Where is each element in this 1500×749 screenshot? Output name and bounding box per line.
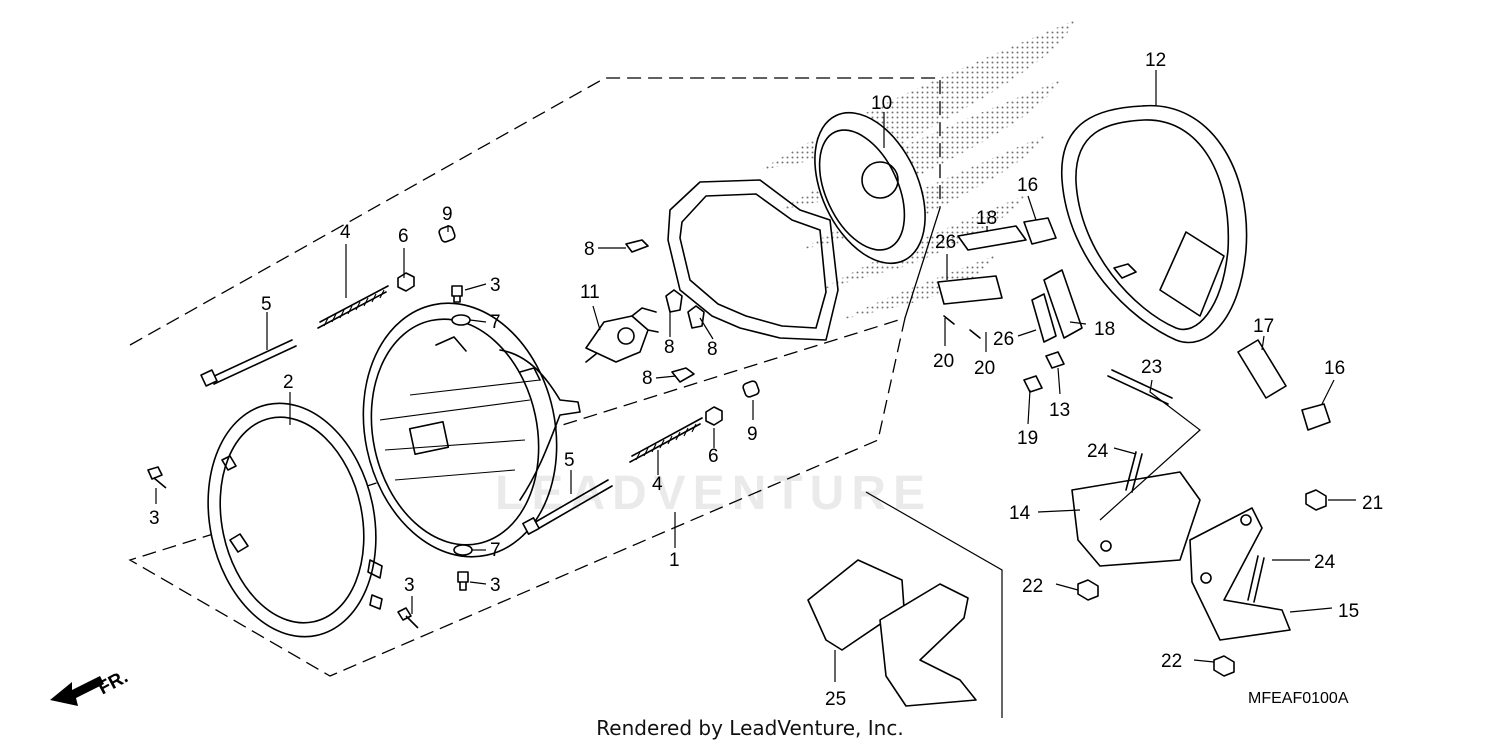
callout-7: 7 xyxy=(490,540,501,561)
callout-18: 18 xyxy=(1094,319,1115,340)
callout-5: 5 xyxy=(564,450,575,471)
callout-4: 4 xyxy=(652,474,663,495)
callout-20: 20 xyxy=(933,351,954,372)
callout-16: 16 xyxy=(1324,358,1345,379)
callout-24: 24 xyxy=(1087,441,1109,462)
lower-brackets xyxy=(1071,471,1291,641)
watermark: LEADVENTURE xyxy=(495,467,933,520)
diagram-code: MFEAF0100A xyxy=(1248,690,1349,707)
callout-5: 5 xyxy=(261,294,272,315)
callout-9: 9 xyxy=(747,424,758,445)
callout-11: 11 xyxy=(580,282,600,303)
callout-12: 12 xyxy=(1145,50,1166,71)
callout-22: 22 xyxy=(1161,651,1182,672)
callout-8: 8 xyxy=(642,368,653,389)
footer-credit: Rendered by LeadVenture, Inc. xyxy=(596,716,904,740)
callout-3: 3 xyxy=(490,275,501,296)
adjust-screw-lower xyxy=(522,479,613,535)
callout-18: 18 xyxy=(976,208,997,229)
callout-14: 14 xyxy=(1009,503,1031,524)
callout-15: 15 xyxy=(1338,601,1359,622)
adjust-screw-upper xyxy=(200,339,297,387)
callout-19: 19 xyxy=(1017,428,1038,449)
callout-10: 10 xyxy=(871,93,892,114)
headlight-case xyxy=(814,111,926,265)
callout-26: 26 xyxy=(993,329,1014,350)
callout-2: 2 xyxy=(283,372,294,393)
callout-8: 8 xyxy=(707,339,718,360)
wire-stays xyxy=(937,225,1083,393)
callout-20: 20 xyxy=(974,358,995,379)
bracket-25 xyxy=(807,559,977,707)
callout-21: 21 xyxy=(1362,493,1383,514)
headlight-bulb xyxy=(585,307,659,363)
callout-1: 1 xyxy=(669,550,680,571)
callout-26: 26 xyxy=(935,232,956,253)
clips xyxy=(625,239,705,383)
callout-9: 9 xyxy=(442,204,453,225)
callout-6: 6 xyxy=(398,226,409,247)
spring-lower xyxy=(629,417,703,463)
callout-4: 4 xyxy=(340,222,351,243)
headlight-shell xyxy=(1061,104,1248,344)
mount-bracket-frame xyxy=(667,179,839,341)
collar-pipe xyxy=(1237,339,1287,399)
headlight-unit xyxy=(362,302,581,558)
callout-23: 23 xyxy=(1141,357,1162,378)
front-arrow-icon: FR. xyxy=(50,666,132,706)
callout-3: 3 xyxy=(404,575,415,596)
callout-25: 25 xyxy=(825,689,846,710)
callout-24: 24 xyxy=(1314,552,1336,573)
callout-6: 6 xyxy=(708,446,719,467)
front-direction-label: FR. xyxy=(95,666,132,699)
callout-7: 7 xyxy=(490,312,501,333)
headlight-rim xyxy=(207,402,383,638)
callout-8: 8 xyxy=(584,239,595,260)
callout-13: 13 xyxy=(1049,400,1070,421)
bolts-and-nuts xyxy=(1077,369,1327,677)
callout-3: 3 xyxy=(490,575,501,596)
mount-divider-line xyxy=(865,491,1003,718)
callout-22: 22 xyxy=(1022,576,1043,597)
callout-8: 8 xyxy=(664,337,675,358)
leader-lines xyxy=(155,70,1356,682)
callout-labels: 1 2 3 3 3 3 4 4 5 5 6 6 7 7 8 8 8 8 9 9 … xyxy=(149,50,1383,710)
callout-17: 17 xyxy=(1253,316,1274,337)
rubber-collars xyxy=(1023,217,1331,431)
wing-emblem-background xyxy=(760,20,1075,320)
spring-upper xyxy=(317,285,389,329)
callout-16: 16 xyxy=(1017,175,1038,196)
callout-3: 3 xyxy=(149,508,160,529)
small-hardware xyxy=(147,225,760,629)
